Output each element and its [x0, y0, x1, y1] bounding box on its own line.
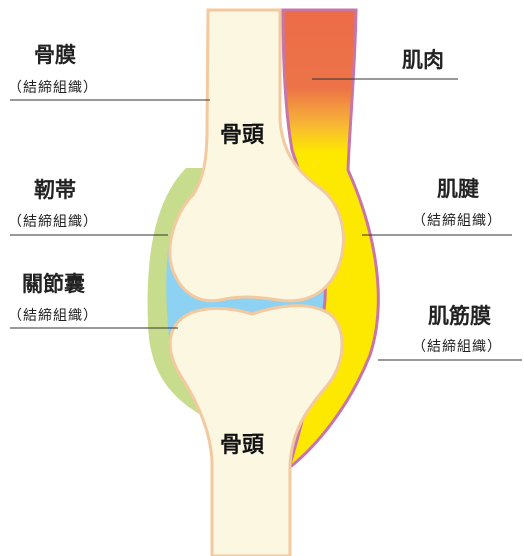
label-ligament: 靭帯: [34, 178, 76, 202]
label-muscle: 肌肉: [402, 48, 444, 72]
sublabel-joint-capsule: （結締組織）: [8, 307, 98, 324]
label-upper-bone: 骨頭: [220, 123, 265, 148]
sublabel-periosteum: （結締組織）: [8, 79, 98, 96]
label-fascia: 肌筋膜: [428, 304, 491, 328]
sublabel-tendon: （結締組織）: [412, 212, 502, 229]
label-periosteum: 骨膜: [34, 43, 76, 67]
label-lower-bone: 骨頭: [220, 433, 265, 458]
sublabel-fascia: （結締組織）: [412, 338, 502, 355]
label-tendon: 肌腱: [437, 177, 480, 201]
label-joint-capsule: 關節囊: [22, 272, 85, 296]
sublabel-ligament: （結締組織）: [8, 213, 98, 230]
